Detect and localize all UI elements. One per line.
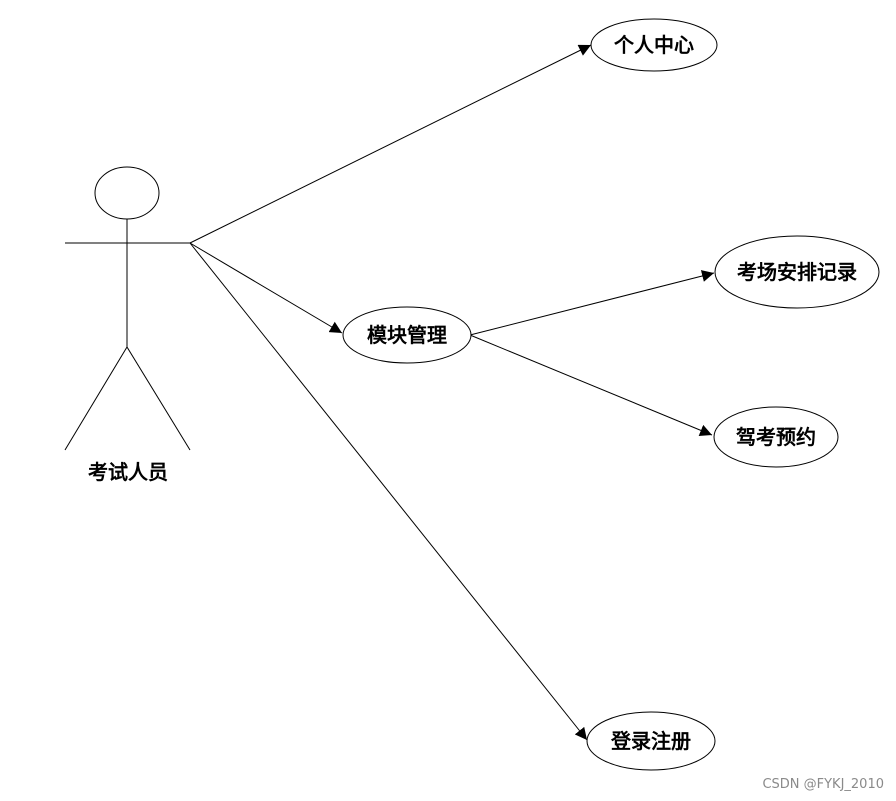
usecase-driving-test-booking-label: 驾考预约 xyxy=(736,425,816,449)
actor-label: 考试人员 xyxy=(88,460,168,484)
usecase-login-register-label: 登录注册 xyxy=(610,729,691,753)
actor: 考试人员 xyxy=(64,166,191,484)
usecase-personal-center[interactable]: 个人中心 xyxy=(590,18,718,72)
usecase-driving-test-booking[interactable]: 驾考预约 xyxy=(713,406,839,468)
edge-module-to-exam-schedule xyxy=(469,270,715,336)
usecase-login-register[interactable]: 登录注册 xyxy=(586,711,716,771)
watermark: CSDN @FYKJ_2010 xyxy=(762,777,884,792)
usecase-exam-schedule-records-label: 考场安排记录 xyxy=(737,260,857,284)
actor-head xyxy=(94,166,160,220)
actor-left-leg xyxy=(64,346,128,451)
usecase-exam-schedule-records[interactable]: 考场安排记录 xyxy=(714,235,880,309)
edge-module-to-driving-booking xyxy=(469,334,713,436)
usecase-module-management-label: 模块管理 xyxy=(367,323,447,347)
usecase-module-management[interactable]: 模块管理 xyxy=(342,306,472,364)
edge-actor-to-login-register xyxy=(189,242,588,741)
edge-actor-to-personal-center xyxy=(189,44,592,244)
actor-right-leg xyxy=(126,346,191,451)
usecase-personal-center-label: 个人中心 xyxy=(613,33,694,57)
edge-actor-to-module-management xyxy=(189,242,343,334)
